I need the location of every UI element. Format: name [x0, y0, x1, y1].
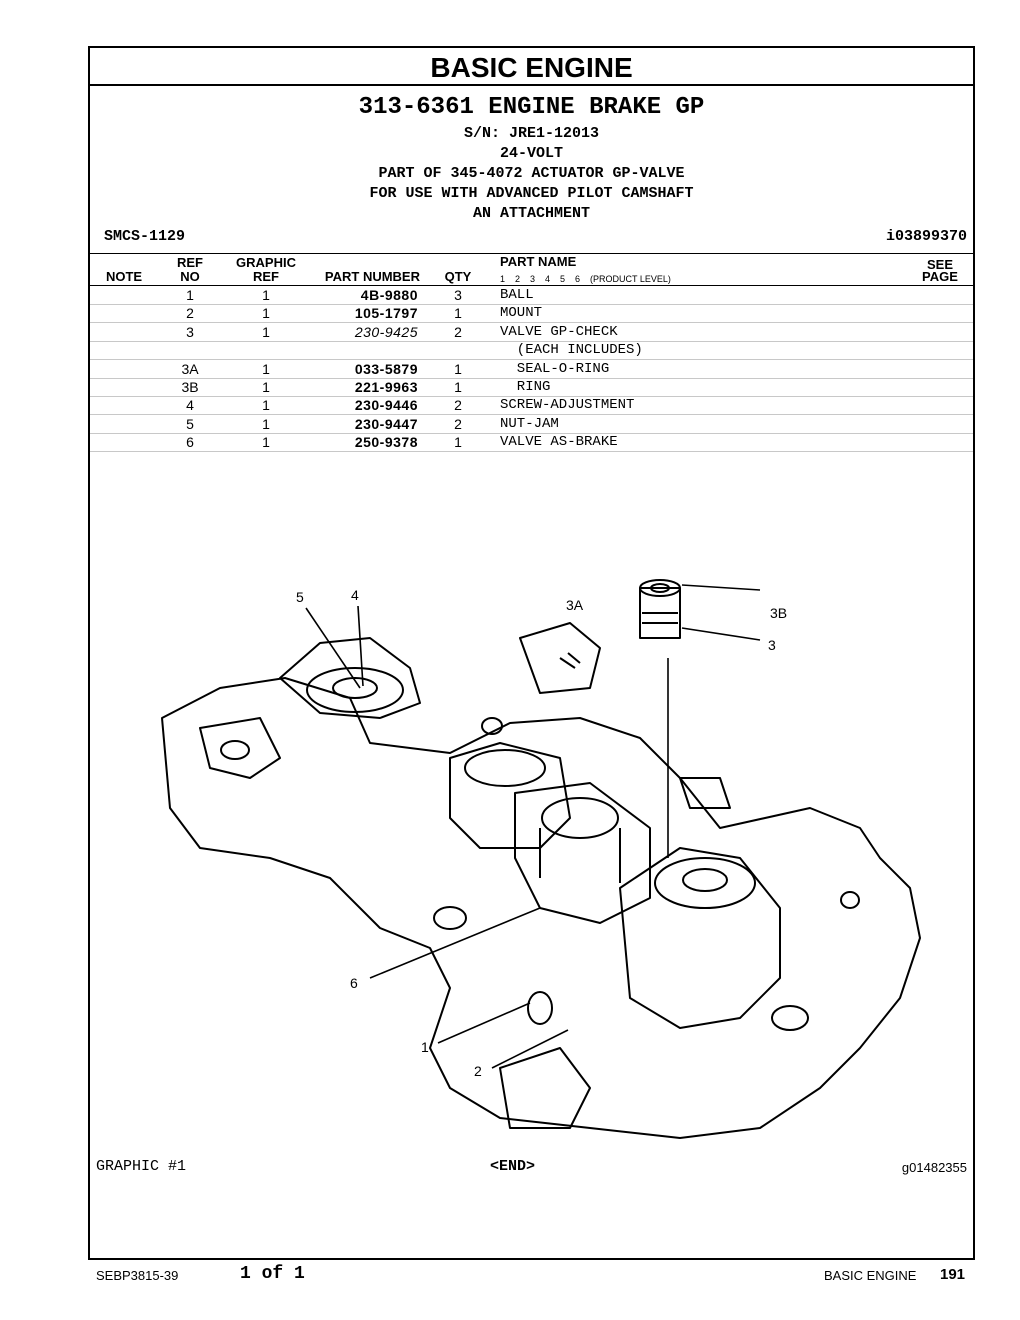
part-number: 250-9378 [354, 434, 418, 451]
serial-number: S/N: JRE1-12013 [463, 125, 600, 142]
header-part-name: PART NAME [500, 254, 577, 269]
table-row: 5 1 230-9447 2 NUT-JAM [90, 415, 973, 434]
table-top-rule [90, 253, 973, 254]
table-row: 4 1 230-9446 2 SCREW-ADJUSTMENT [90, 396, 973, 416]
quantity: 2 [454, 323, 462, 340]
quantity: 1 [454, 379, 462, 395]
engine-brake-drawing: 5 4 3A 3B 3 6 1 2 [161, 579, 921, 1139]
part-name: NUT-JAM [500, 415, 559, 432]
table-row: 3B 1 221-9963 1 RING [90, 378, 973, 397]
part-name: SEAL-O-RING [500, 360, 610, 377]
part-number: 105-1797 [354, 305, 418, 322]
header-qty: QTY [444, 269, 472, 284]
part-name: VALVE AS-BRAKE [500, 434, 618, 451]
voltage: 24-VOLT [499, 145, 563, 162]
ref-no: 3A [181, 360, 199, 377]
quantity: 1 [454, 434, 462, 451]
table-row: 2 1 105-1797 1 MOUNT [90, 304, 973, 324]
header-graphic-2: REF [253, 269, 279, 284]
callout-5: 5 [296, 589, 304, 605]
table-row: 1 1 4B-9880 3 BALL [90, 286, 973, 305]
graphic-ref: 1 [262, 305, 270, 322]
table-row: 3A 1 033-5879 1 SEAL-O-RING [90, 360, 973, 379]
part-number: 230-9446 [354, 397, 418, 414]
header-rule [90, 285, 973, 286]
graphic-ref: 1 [262, 287, 270, 303]
part-number: 230-9425 [354, 323, 418, 340]
graphic-ref: 1 [262, 379, 270, 395]
graphic-ref: 1 [262, 397, 270, 414]
header-ref-1: REF [177, 255, 203, 270]
callout-3a: 3A [566, 597, 584, 613]
ref-no: 1 [186, 287, 194, 303]
part-number: 033-5879 [354, 360, 418, 377]
graphic-ref: 1 [262, 434, 270, 451]
quantity: 1 [454, 305, 462, 322]
page-frame: BASIC ENGINE 313-6361 ENGINE BRAKE GP S/… [88, 46, 975, 1260]
part-name: MOUNT [500, 305, 543, 322]
header-see-1: SEE [926, 257, 953, 272]
graphic-label: GRAPHIC #1 [96, 1158, 187, 1175]
header-ref-2: NO [180, 269, 200, 284]
document-number: SEBP3815-39 [96, 1268, 179, 1283]
callout-2: 2 [474, 1063, 482, 1079]
page-number: 191 [940, 1266, 966, 1283]
smcs-code: SMCS-1129 [104, 228, 186, 245]
header-note: NOTE [105, 269, 143, 284]
table-row: 3 1 230-9425 2 VALVE GP-CHECK [90, 323, 973, 342]
callout-4: 4 [351, 587, 359, 603]
part-of: PART OF 345-4072 ACTUATOR GP-VALVE [378, 165, 685, 182]
part-name: VALVE GP-CHECK [500, 323, 618, 340]
group-header: 313-6361 ENGINE BRAKE GP S/N: JRE1-12013… [90, 88, 973, 224]
ref-no: 6 [186, 434, 194, 451]
graphic-ref: 1 [262, 360, 270, 377]
ref-no: 3B [181, 379, 199, 395]
section-title: BASIC ENGINE [90, 48, 973, 86]
graphic-id: g01482355 [901, 1160, 967, 1175]
callout-6: 6 [350, 975, 358, 991]
use-with: FOR USE WITH ADVANCED PILOT CAMSHAFT [369, 185, 694, 202]
quantity: 3 [454, 287, 462, 303]
end-marker: <END> [490, 1158, 536, 1175]
attachment: AN ATTACHMENT [472, 205, 591, 222]
page-of: 1 of 1 [240, 1264, 305, 1284]
group-title: 313-6361 ENGINE BRAKE GP [358, 94, 705, 121]
part-name: (EACH INCLUDES) [500, 342, 643, 359]
table-row: 6 1 250-9378 1 VALVE AS-BRAKE [90, 433, 973, 453]
ref-no: 3 [186, 323, 194, 340]
ref-no: 5 [186, 415, 194, 432]
part-number: 221-9963 [354, 379, 418, 395]
callout-3b: 3B [770, 605, 787, 621]
callout-3: 3 [768, 637, 776, 653]
quantity: 2 [454, 397, 462, 414]
quantity: 1 [454, 360, 462, 377]
header-product-levels: 1 2 3 4 5 6 (PRODUCT LEVEL) [500, 274, 671, 284]
part-name: BALL [500, 287, 534, 303]
part-number: 4B-9880 [360, 287, 418, 303]
graphic-ref: 1 [262, 415, 270, 432]
part-name: RING [500, 379, 551, 395]
footer-section: BASIC ENGINE [824, 1268, 917, 1283]
quantity: 2 [454, 415, 462, 432]
header-part-number: PART NUMBER [324, 269, 420, 284]
callout-1: 1 [421, 1039, 429, 1055]
table-row: (EACH INCLUDES) [90, 341, 973, 361]
header-graphic-1: GRAPHIC [236, 255, 296, 270]
ref-no: 2 [186, 305, 194, 322]
part-number: 230-9447 [354, 415, 418, 432]
part-name: SCREW-ADJUSTMENT [500, 397, 635, 414]
ref-no: 4 [186, 397, 194, 414]
graphic-ref: 1 [262, 323, 270, 340]
header-see-2: PAGE [922, 269, 958, 284]
illustration-id: i03899370 [885, 228, 967, 245]
